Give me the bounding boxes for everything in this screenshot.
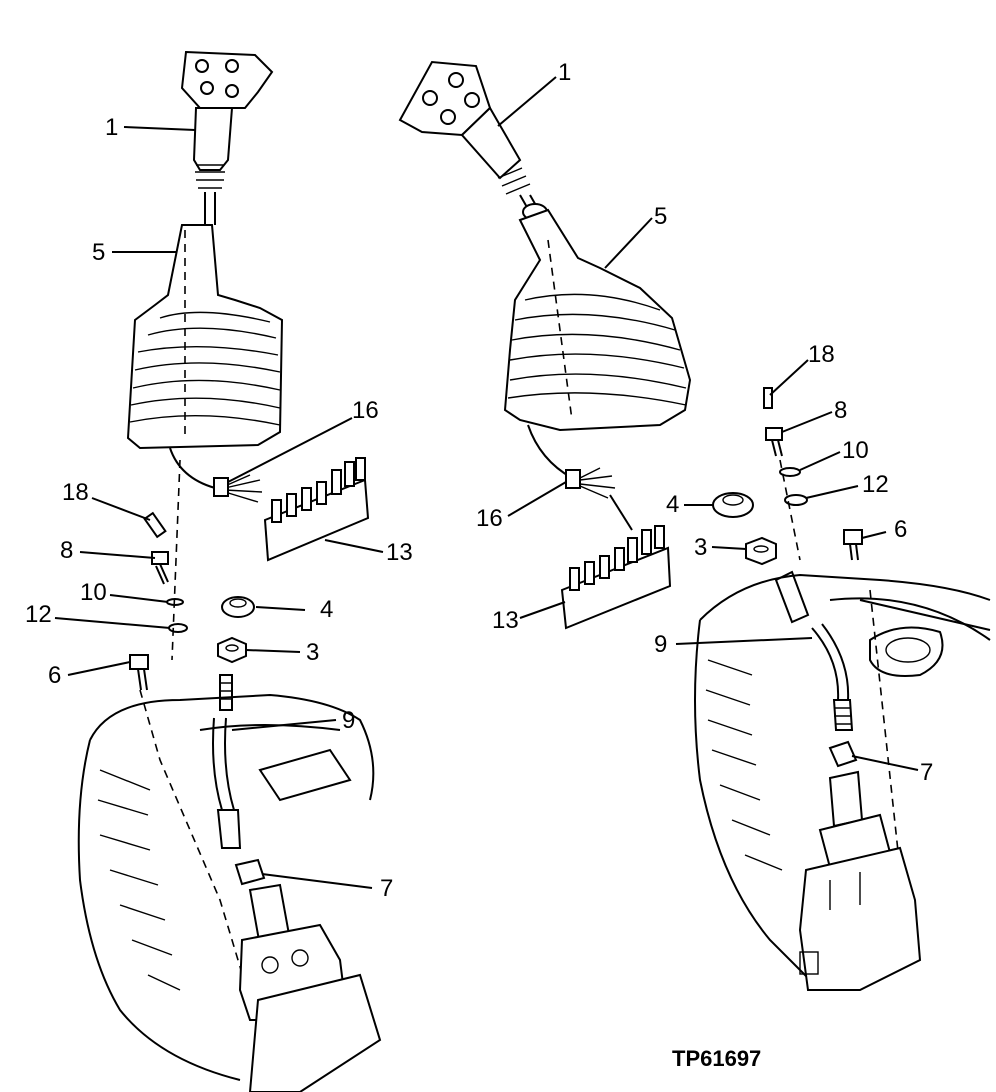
right-callout-labels: 1 5 18 8 10 12 4 6 3 16 13 9 7 xyxy=(476,59,933,786)
left-small-parts xyxy=(129,459,266,1001)
left-leader-lines xyxy=(54,126,384,889)
callout-3-right: 3 xyxy=(694,534,707,561)
callout-5-left: 5 xyxy=(92,239,105,266)
right-frame-tire xyxy=(694,573,991,991)
callout-1-left: 1 xyxy=(105,114,118,141)
left-frame-tire xyxy=(77,693,382,1092)
callout-9-left: 9 xyxy=(342,707,355,734)
callout-18-right: 18 xyxy=(808,341,835,368)
right-connector-block xyxy=(560,494,672,630)
right-boot xyxy=(503,203,692,499)
callout-5-right: 5 xyxy=(654,203,667,230)
left-connector-block xyxy=(263,457,370,562)
callout-18-left: 18 xyxy=(62,479,89,506)
callout-1-right: 1 xyxy=(558,59,571,86)
callout-4-right: 4 xyxy=(666,491,679,518)
callout-13-left: 13 xyxy=(386,539,413,566)
callout-10-left: 10 xyxy=(80,579,107,606)
figure-id: TP61697 xyxy=(672,1046,761,1071)
right-joystick-handle xyxy=(398,60,551,231)
callout-9-right: 9 xyxy=(654,631,667,658)
right-leader-lines xyxy=(497,76,919,771)
callout-8-left: 8 xyxy=(60,537,73,564)
left-boot xyxy=(126,224,284,503)
callout-4-left: 4 xyxy=(320,596,333,623)
callout-7-right: 7 xyxy=(920,759,933,786)
callout-16-right: 16 xyxy=(476,505,503,532)
left-joystick-handle xyxy=(180,50,274,225)
callout-16-left: 16 xyxy=(352,397,379,424)
right-small-parts xyxy=(712,387,863,768)
callout-10-right: 10 xyxy=(842,437,869,464)
callout-6-left: 6 xyxy=(48,662,61,689)
callout-6-right: 6 xyxy=(894,516,907,543)
left-callout-labels: 1 5 16 13 18 8 10 12 6 4 3 9 7 xyxy=(25,114,413,902)
callout-3-left: 3 xyxy=(306,639,319,666)
callout-7-left: 7 xyxy=(380,875,393,902)
callout-12-left: 12 xyxy=(25,601,52,628)
callout-12-right: 12 xyxy=(862,471,889,498)
callout-8-right: 8 xyxy=(834,397,847,424)
callout-13-right: 13 xyxy=(492,607,519,634)
